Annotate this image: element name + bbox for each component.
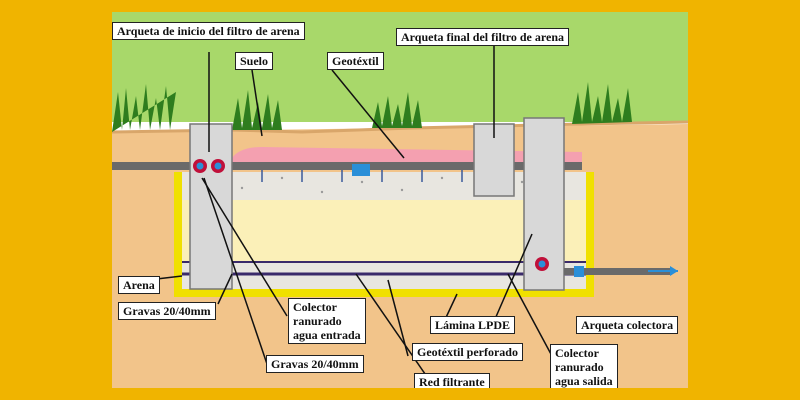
label-suelo: Suelo (235, 52, 274, 70)
diagram-stage (112, 12, 688, 400)
label-gravas-bottom: Gravas 20/40mm (266, 355, 364, 373)
inlet-pipe (112, 162, 582, 170)
label-lamina: Lámina LPDE (430, 316, 516, 334)
leader-lines (147, 44, 553, 385)
label-geotextil-perforado: Geotéxtil perforado (412, 343, 523, 361)
label-arqueta-inicio: Arqueta de inicio del filtro de arena (112, 22, 305, 40)
label-gravas-top: Gravas 20/40mm (118, 302, 216, 320)
inlet-manhole (189, 123, 233, 290)
label-arqueta-final: Arqueta final del filtro de arena (396, 28, 569, 46)
label-arena: Arena (118, 276, 160, 294)
outlet-pipe (564, 268, 672, 275)
sand-filter-diagram (112, 12, 688, 400)
top-gravel (182, 172, 586, 200)
grass-tufts (112, 82, 632, 132)
valve-icon (352, 164, 370, 176)
label-red-filtrante: Red filtrante (414, 373, 490, 391)
label-geotextil: Geotéxtil (327, 52, 384, 70)
label-arqueta-colectora: Arqueta colectora (576, 316, 679, 334)
outlet-coupling (574, 266, 584, 277)
label-colector-entrada: Colector ranurado agua entrada (288, 298, 366, 344)
label-colector-salida: Colector ranurado agua salida (550, 344, 618, 390)
